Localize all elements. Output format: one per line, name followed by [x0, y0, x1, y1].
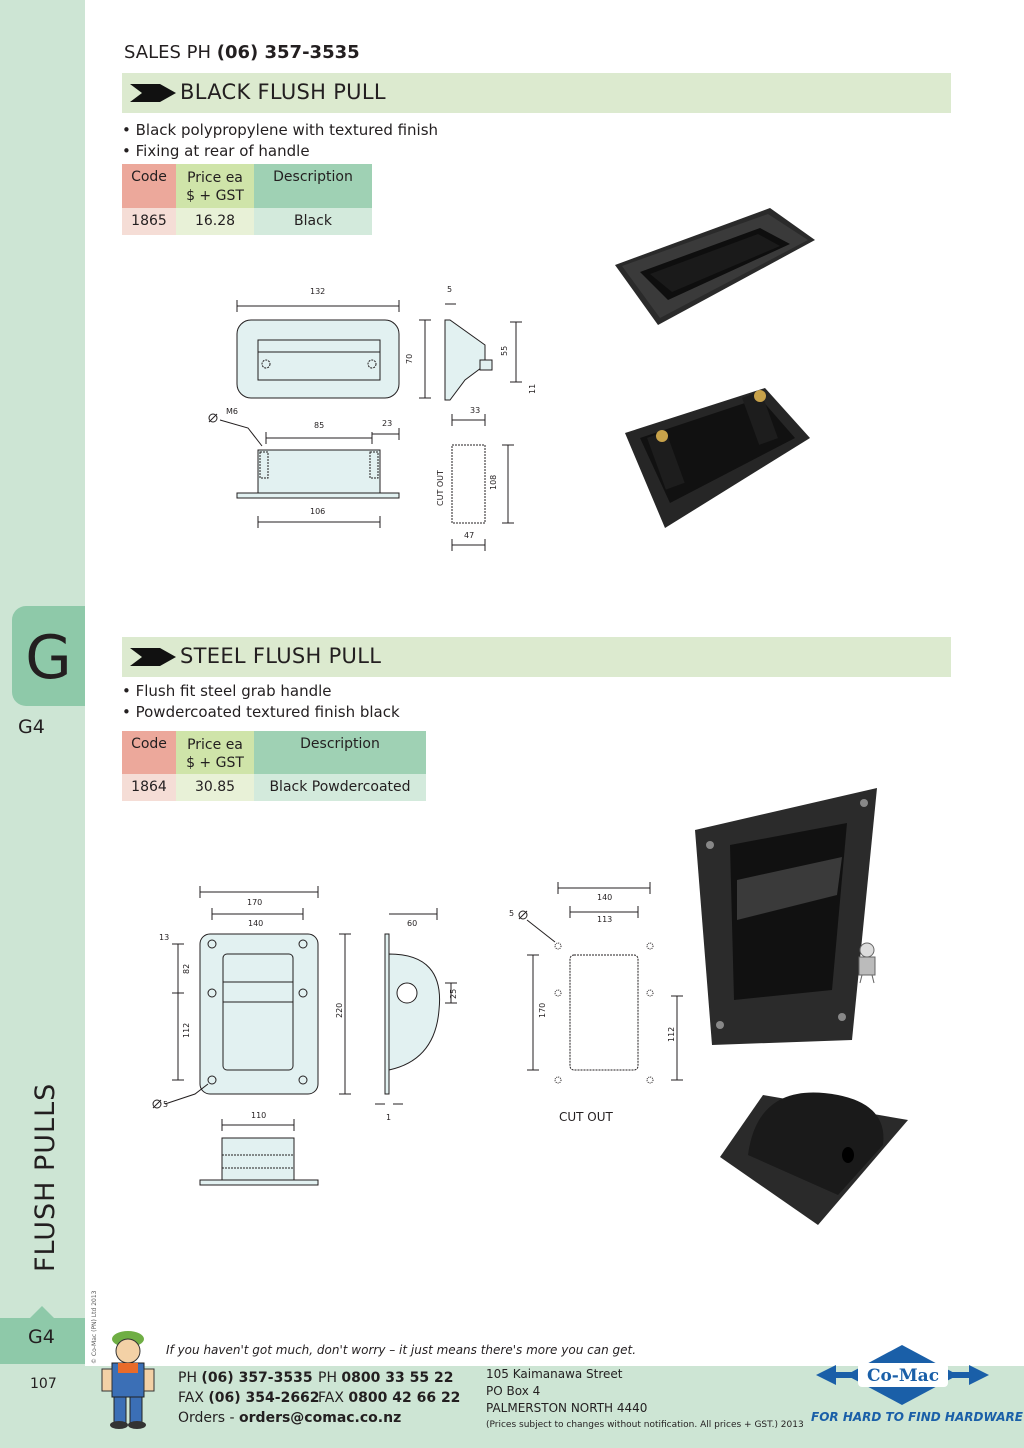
logo-text: Co-Mac: [867, 1366, 939, 1386]
section-tab[interactable]: [12, 606, 85, 706]
dim-label: 220: [335, 1003, 344, 1018]
dim-label: 5: [509, 909, 514, 918]
product-photo-black-back: [615, 378, 815, 538]
product-features: • Flush fit steel grab handle • Powderco…: [122, 681, 400, 723]
product-banner-black: BLACK FLUSH PULL: [122, 73, 951, 113]
technical-drawing-black: 132 5 70 55 11 33 M6 85 23 106 CUT OUT 1…: [200, 280, 550, 560]
cell-description: Black: [254, 208, 372, 235]
dim-label: 33: [470, 406, 480, 415]
product-photo-steel-front: [692, 785, 892, 1055]
sales-label: SALES PH: [124, 42, 217, 63]
dim-label: 5: [447, 285, 452, 294]
footer-fax: (06) 354-2662: [208, 1390, 320, 1406]
footer-contact-primary: PH (06) 357-3535 FAX (06) 354-2662 Order…: [178, 1370, 402, 1426]
product-title: BLACK FLUSH PULL: [180, 80, 386, 104]
postal-address: 105 Kaimanawa Street PO Box 4 PALMERSTON…: [486, 1366, 804, 1434]
cell-code: 1864: [122, 774, 176, 801]
cell-code: 1865: [122, 208, 176, 235]
dim-label: 132: [310, 287, 325, 296]
bottom-section-tab: [0, 1318, 85, 1364]
section-tab-letter: G: [25, 623, 72, 693]
sidebar: [0, 0, 85, 1448]
cell-description: Black Powdercoated: [254, 774, 426, 801]
dim-label: 25: [449, 989, 458, 999]
footer-contact-freephone: PH 0800 33 55 22 FAX 0800 42 66 22: [318, 1370, 461, 1406]
arrow-icon: [130, 648, 176, 666]
product-features: • Black polypropylene with textured fini…: [122, 120, 438, 162]
orders-email-link[interactable]: orders@comac.co.nz: [239, 1410, 402, 1426]
col-description: Description: [254, 164, 372, 208]
dim-label: 106: [310, 507, 325, 516]
product-photo-black-front: [610, 200, 820, 330]
dim-label: M6: [226, 407, 238, 416]
feature-item: • Fixing at rear of handle: [122, 142, 310, 160]
dim-label: 170: [538, 1003, 547, 1018]
dim-label: 70: [405, 354, 414, 364]
feature-item: • Black polypropylene with textured fini…: [122, 121, 439, 139]
dim-label: 170: [247, 898, 262, 907]
dim-label: 113: [597, 915, 612, 924]
price-table: Code Price ea$ + GST Description 1865 16…: [122, 164, 372, 235]
col-code: Code: [122, 164, 176, 208]
col-description: Description: [254, 731, 426, 774]
footer-phone[interactable]: (06) 357-3535: [201, 1370, 313, 1386]
dim-label: 140: [248, 919, 263, 928]
category-label: FLUSH PULLS: [30, 1082, 61, 1272]
product-title: STEEL FLUSH PULL: [180, 644, 382, 668]
dim-label: 60: [407, 919, 417, 928]
price-table: Code Price ea$ + GST Description 1864 30…: [122, 731, 426, 801]
sales-phone-line: SALES PH (06) 357-3535: [124, 42, 360, 63]
cell-price: 30.85: [176, 774, 254, 801]
page-number: 107: [30, 1376, 57, 1392]
col-price: Price ea$ + GST: [176, 164, 254, 208]
dim-label: 55: [500, 346, 509, 356]
slogan: If you haven't got much, don't worry – i…: [166, 1343, 637, 1357]
dim-label: 112: [182, 1023, 191, 1038]
mascot-small: [850, 940, 884, 984]
product-photo-steel-back: [718, 1075, 910, 1227]
dim-label: 85: [314, 421, 324, 430]
arrow-icon: [130, 84, 176, 102]
tagline: FOR HARD TO FIND HARDWARE: [811, 1410, 1023, 1424]
col-price: Price ea$ + GST: [176, 731, 254, 774]
dim-label: 82: [182, 964, 191, 974]
dim-label: 110: [251, 1111, 266, 1120]
dim-label: CUT OUT: [436, 470, 445, 506]
freephone[interactable]: 0800 33 55 22: [341, 1370, 454, 1386]
section-code: G4: [18, 716, 45, 738]
freefax: 0800 42 66 22: [348, 1390, 461, 1406]
dim-label: 47: [464, 531, 474, 540]
feature-item: • Powdercoated textured finish black: [122, 703, 400, 721]
comac-logo[interactable]: Co-Mac: [810, 1343, 995, 1411]
dim-label: 23: [382, 419, 392, 428]
dim-label: 13: [159, 933, 169, 942]
feature-item: • Flush fit steel grab handle: [122, 682, 332, 700]
dim-label: 140: [597, 893, 612, 902]
bottom-section-code: G4: [28, 1326, 55, 1348]
price-disclaimer: (Prices subject to changes without notif…: [486, 1420, 804, 1430]
sales-phone[interactable]: (06) 357-3535: [216, 42, 360, 63]
dim-label: 1: [386, 1113, 391, 1122]
col-code: Code: [122, 731, 176, 774]
bottom-tab-notch: [30, 1306, 54, 1318]
mascot-logo: [94, 1325, 162, 1434]
product-banner-steel: STEEL FLUSH PULL: [122, 637, 951, 677]
dim-label: 112: [667, 1027, 676, 1042]
dim-label: 5: [163, 1100, 168, 1109]
technical-drawing-steel: 170 140 13 82 112 220 5 110 60 25 1 140 …: [145, 880, 685, 1190]
cell-price: 16.28: [176, 208, 254, 235]
dim-label: 11: [528, 384, 537, 394]
cut-out-label: CUT OUT: [559, 1110, 613, 1124]
dim-label: 108: [489, 475, 498, 490]
